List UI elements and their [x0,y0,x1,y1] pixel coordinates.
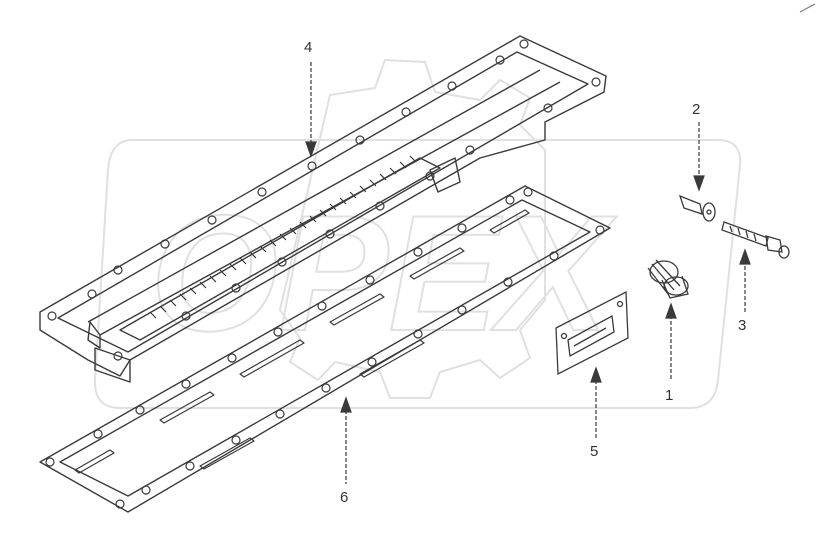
part-2-pin [678,194,716,222]
gasket-slots [74,209,530,474]
arrowhead-6 [340,396,352,413]
leader-lines [305,62,751,484]
watermark-band [93,139,742,409]
callout-1: 1 [665,387,674,404]
callout-3: 3 [738,317,747,334]
callout-4: 4 [304,39,313,56]
part-1-plug-fitting [647,259,689,299]
part-5-seal-plate [555,290,629,376]
arrowhead-3 [739,248,751,265]
part-3-bolt [721,221,790,259]
watermark-logo: OPEX [93,58,742,409]
corner-mark [799,3,816,13]
watermark-gear [278,58,546,399]
arrowhead-4 [305,141,317,158]
cover-bolt-holes [47,39,601,361]
arrowhead-1 [665,302,677,319]
part-4-cooler-cover [39,35,607,383]
arrowhead-2 [693,175,705,192]
callout-5: 5 [590,443,599,460]
arrowhead-5 [590,366,602,383]
gasket-bolt-holes [45,187,605,509]
callout-2: 2 [692,101,701,118]
part-6-gasket [39,185,611,513]
callout-6: 6 [340,489,349,506]
cooler-fins [149,155,417,319]
watermark-text: OPEX [150,181,617,365]
